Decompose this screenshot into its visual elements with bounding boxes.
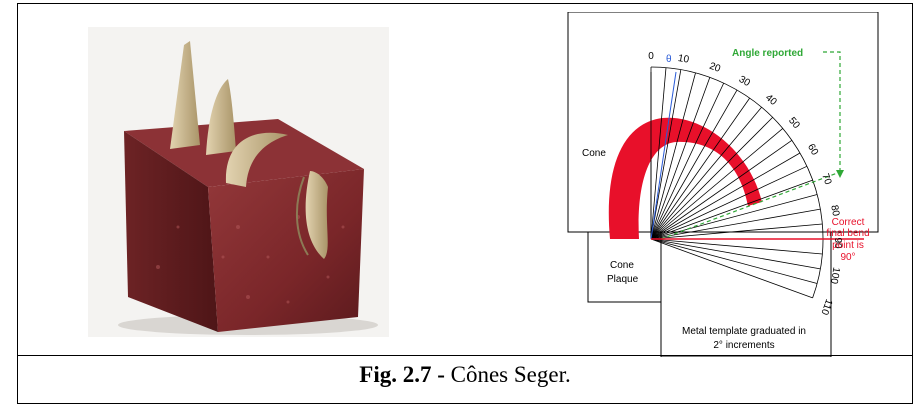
correct-line2: final bend: [826, 228, 869, 239]
row-divider: [18, 355, 912, 356]
correct-line4: 90°: [840, 252, 855, 263]
template-line1: Metal template graduated in: [682, 326, 806, 337]
correct-line1: Correct: [832, 217, 865, 228]
scale-label-0: 0: [648, 51, 654, 62]
seger-cones-photo: [88, 27, 389, 337]
cone-label: Cone: [582, 148, 606, 159]
angle-reported-label: Angle reported: [732, 48, 803, 59]
correct-line3: point is: [832, 240, 864, 251]
figure-caption: Fig. 2.7 - Cônes Seger.: [18, 362, 912, 388]
caption-text: Cônes Seger.: [445, 362, 571, 387]
figure-number: Fig. 2.7 -: [359, 362, 445, 387]
template-line2: 2° increments: [713, 340, 774, 351]
theta-symbol: θ: [666, 54, 672, 65]
plaque-label-line2: Plaque: [607, 274, 639, 285]
plaque-label-line1: Cone: [610, 260, 634, 271]
